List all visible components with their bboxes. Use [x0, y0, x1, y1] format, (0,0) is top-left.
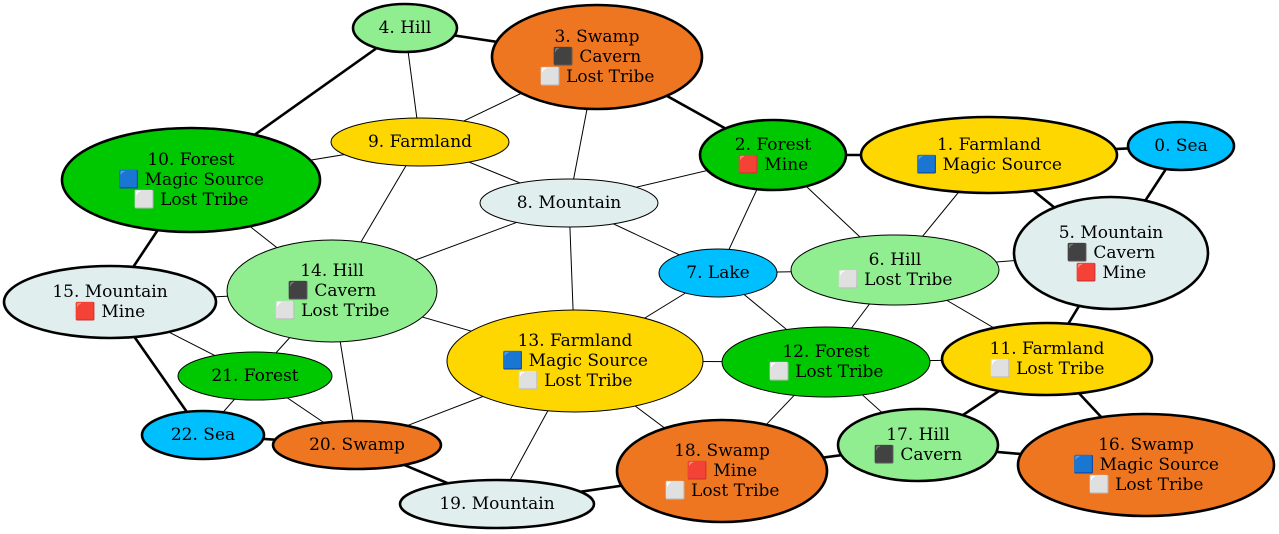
node-ellipse [615, 418, 829, 524]
node-5-mountain: 5. Mountain⬛ Cavern🟥 Mine [1012, 195, 1210, 311]
node-ellipse [490, 3, 704, 111]
node-label: 20. Swamp [309, 435, 405, 455]
node-label: 17. Hill [886, 425, 950, 445]
node-label: 18. Swamp [674, 441, 770, 461]
feature-cavern: ⬛ Cavern [1067, 242, 1156, 263]
node-ellipse [398, 478, 596, 530]
node-ellipse [60, 126, 322, 234]
node-ellipse [226, 239, 438, 343]
node-ellipse [1016, 412, 1276, 518]
feature-cavern: ⬛ Cavern [288, 280, 377, 301]
feature-mine: 🟥 Mine [687, 460, 757, 481]
node-22-sea: 22. Sea [140, 409, 266, 461]
feature-magic-source: 🟦 Magic Source [1073, 454, 1219, 475]
feature-lost-tribe: ⬜ Lost Tribe [990, 358, 1105, 379]
node-label: 12. Forest [782, 342, 869, 362]
node-ellipse [140, 409, 266, 461]
node-10-forest: 10. Forest🟦 Magic Source⬜ Lost Tribe [60, 126, 322, 234]
node-label: 1. Farmland [937, 135, 1041, 155]
node-label: 21. Forest [211, 366, 298, 386]
node-8-mountain: 8. Mountain [479, 178, 659, 228]
node-0-sea: 0. Sea [1126, 120, 1236, 172]
feature-lost-tribe: ⬜ Lost Tribe [518, 370, 633, 391]
node-label: 16. Swamp [1098, 435, 1194, 455]
node-14-hill: 14. Hill⬛ Cavern⬜ Lost Tribe [226, 239, 438, 343]
node-7-lake: 7. Lake [658, 248, 778, 298]
node-label: 8. Mountain [517, 193, 622, 213]
node-11-farmland: 11. Farmland⬜ Lost Tribe [940, 321, 1154, 397]
feature-lost-tribe: ⬜ Lost Tribe [1089, 474, 1204, 495]
node-ellipse [721, 326, 931, 398]
node-label: 22. Sea [171, 425, 235, 445]
node-ellipse [271, 419, 443, 471]
node-2-forest: 2. Forest🟥 Mine [698, 118, 848, 192]
node-label: 0. Sea [1154, 136, 1207, 156]
node-label: 15. Mountain [52, 282, 167, 302]
node-13-farmland: 13. Farmland🟦 Magic Source⬜ Lost Tribe [446, 309, 704, 413]
feature-mine: 🟥 Mine [1076, 262, 1146, 283]
node-ellipse [351, 2, 459, 54]
feature-cavern: ⬛ Cavern [553, 46, 642, 67]
node-label: 3. Swamp [555, 27, 640, 47]
node-ellipse [1012, 195, 1210, 311]
node-16-swamp: 16. Swamp🟦 Magic Source⬜ Lost Tribe [1016, 412, 1276, 518]
node-1-farmland: 1. Farmland🟦 Magic Source [859, 115, 1119, 195]
feature-lost-tribe: ⬜ Lost Tribe [665, 480, 780, 501]
feature-cavern: ⬛ Cavern [874, 444, 963, 465]
node-label: 11. Farmland [990, 339, 1105, 359]
feature-magic-source: 🟦 Magic Source [916, 154, 1062, 175]
node-12-forest: 12. Forest⬜ Lost Tribe [721, 326, 931, 398]
node-label: 10. Forest [147, 150, 234, 170]
node-ellipse [859, 115, 1119, 195]
node-ellipse [446, 309, 704, 413]
feature-lost-tribe: ⬜ Lost Tribe [275, 300, 390, 321]
node-6-hill: 6. Hill⬜ Lost Tribe [790, 234, 1000, 306]
feature-lost-tribe: ⬜ Lost Tribe [540, 66, 655, 87]
node-label: 4. Hill [379, 18, 432, 38]
node-label: 14. Hill [300, 261, 364, 281]
node-17-hill: 17. Hill⬛ Cavern [836, 407, 1000, 483]
feature-lost-tribe: ⬜ Lost Tribe [838, 269, 953, 290]
node-19-mountain: 19. Mountain [398, 478, 596, 530]
node-20-swamp: 20. Swamp [271, 419, 443, 471]
node-ellipse [1126, 120, 1236, 172]
node-label: 7. Lake [686, 263, 749, 283]
node-label: 2. Forest [735, 135, 812, 155]
node-15-mountain: 15. Mountain🟥 Mine [2, 264, 218, 340]
feature-mine: 🟥 Mine [738, 154, 808, 175]
node-label: 5. Mountain [1059, 223, 1164, 243]
feature-mine: 🟥 Mine [75, 301, 145, 322]
feature-lost-tribe: ⬜ Lost Tribe [134, 189, 249, 210]
node-ellipse [836, 407, 1000, 483]
node-ellipse [479, 178, 659, 228]
node-ellipse [698, 118, 848, 192]
node-label: 19. Mountain [439, 494, 554, 514]
node-label: 6. Hill [869, 250, 922, 270]
node-label: 13. Farmland [518, 331, 633, 351]
feature-lost-tribe: ⬜ Lost Tribe [769, 361, 884, 382]
node-9-farmland: 9. Farmland [330, 117, 510, 167]
node-ellipse [177, 351, 333, 401]
node-ellipse [330, 117, 510, 167]
feature-magic-source: 🟦 Magic Source [502, 350, 648, 371]
node-ellipse [940, 321, 1154, 397]
node-label: 9. Farmland [368, 132, 472, 152]
node-3-swamp: 3. Swamp⬛ Cavern⬜ Lost Tribe [490, 3, 704, 111]
node-21-forest: 21. Forest [177, 351, 333, 401]
feature-magic-source: 🟦 Magic Source [118, 169, 264, 190]
node-4-hill: 4. Hill [351, 2, 459, 54]
node-ellipse [790, 234, 1000, 306]
node-ellipse [2, 264, 218, 340]
node-18-swamp: 18. Swamp🟥 Mine⬜ Lost Tribe [615, 418, 829, 524]
node-ellipse [658, 248, 778, 298]
